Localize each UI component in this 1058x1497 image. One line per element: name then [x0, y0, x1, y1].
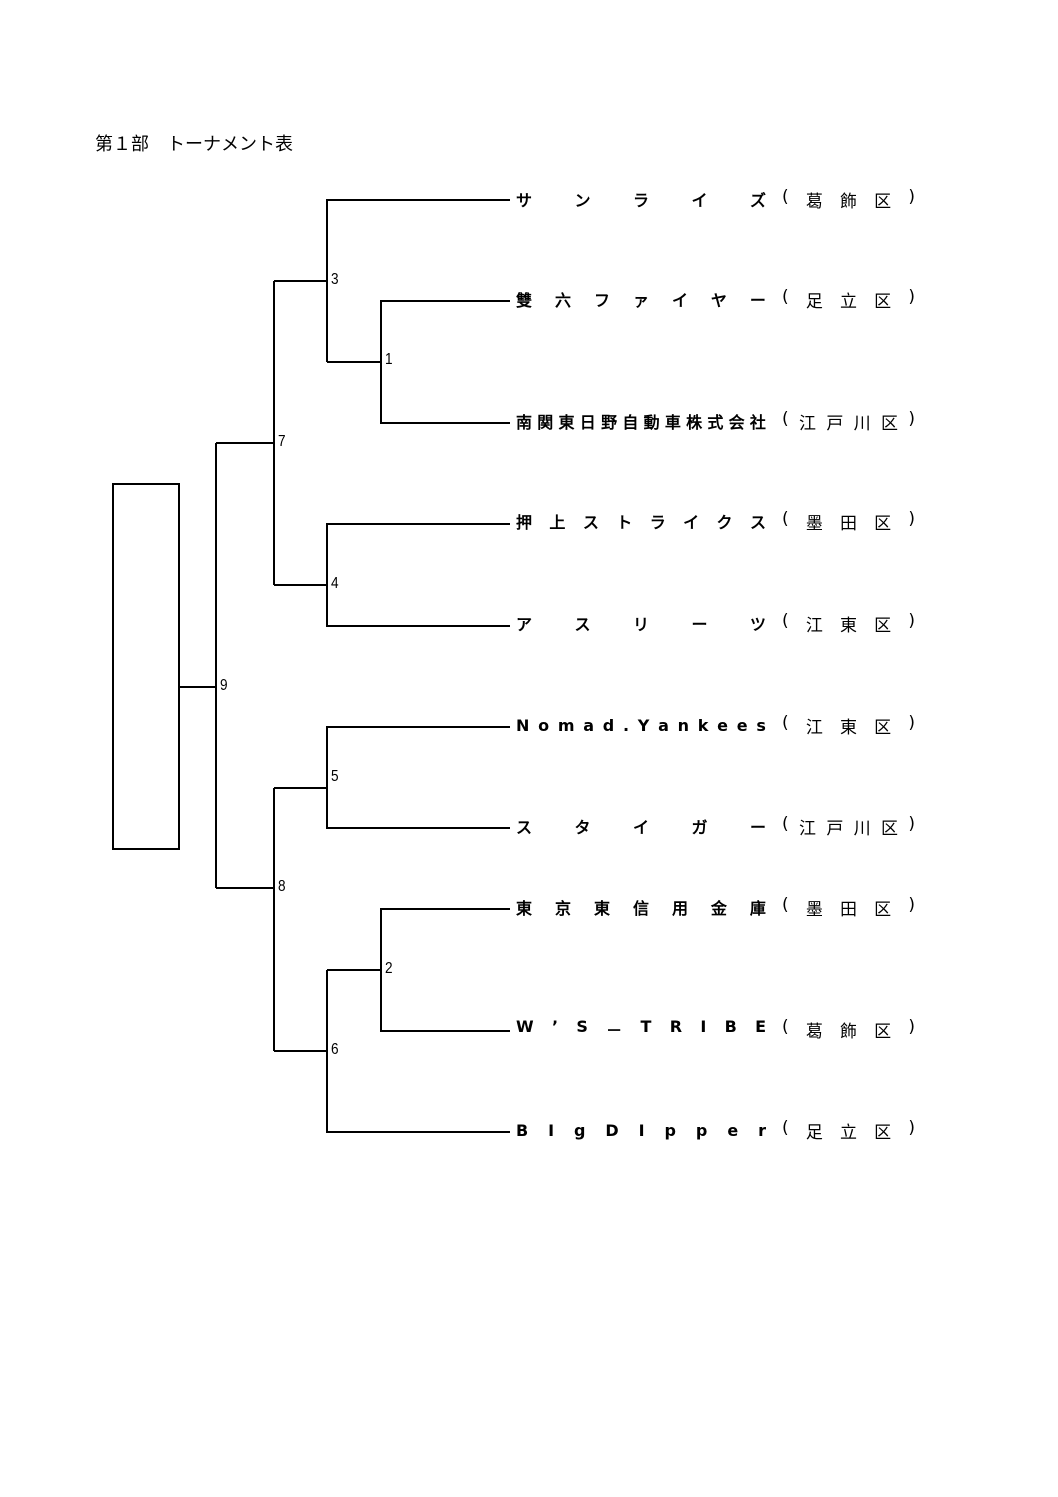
- match-8-line: [216, 788, 275, 1051]
- match-3-line: [274, 199, 510, 362]
- match-9-line: [179, 443, 217, 888]
- match-label-9: 9: [220, 677, 228, 694]
- team-district: (葛飾区): [782, 186, 915, 212]
- match-label-6: 6: [331, 1041, 339, 1058]
- team-district: (墨田区): [782, 894, 915, 920]
- team-district: (足立区): [782, 1117, 915, 1143]
- team-row: 南関東日野自動車株式会社 (江戸川区): [516, 408, 915, 434]
- team-name: 押上ストライクス: [516, 513, 766, 532]
- team-name: 雙六ファイヤー: [516, 291, 766, 310]
- match-label-5: 5: [331, 768, 339, 785]
- team-row: 押上ストライクス (墨田区): [516, 508, 915, 534]
- team-district: (江東区): [782, 610, 915, 636]
- team-name: サンライズ: [516, 191, 766, 210]
- team-district: (葛飾区): [782, 1016, 915, 1042]
- match-4-line: [274, 523, 510, 627]
- match-6-line: [274, 970, 510, 1133]
- team-district: (江戸川区): [782, 813, 915, 839]
- match-7-line: [216, 281, 275, 585]
- match-label-7: 7: [278, 433, 286, 450]
- match-label-8: 8: [278, 878, 286, 895]
- team-district: (江戸川区): [782, 408, 915, 434]
- team-row: 東京東信用金庫 (墨田区): [516, 894, 915, 920]
- team-district: (足立区): [782, 286, 915, 312]
- team-name: スタイガー: [516, 818, 766, 837]
- match-label-2: 2: [385, 960, 393, 977]
- champion-box: [112, 483, 180, 850]
- team-row: スタイガー (江戸川区): [516, 813, 915, 839]
- team-row: アスリーツ (江東区): [516, 610, 915, 636]
- match-1-line: [327, 300, 510, 424]
- team-district: (墨田区): [782, 508, 915, 534]
- match-5-line: [274, 726, 510, 829]
- match-2-line: [327, 908, 510, 1032]
- team-name: 南関東日野自動車株式会社: [516, 413, 766, 432]
- team-district: (江東区): [782, 712, 915, 738]
- team-row: サンライズ (葛飾区): [516, 186, 915, 212]
- page-title: 第１部 トーナメント表: [95, 134, 293, 155]
- match-label-3: 3: [331, 271, 339, 288]
- match-label-1: 1: [385, 351, 393, 368]
- team-row: 雙六ファイヤー (足立区): [516, 286, 915, 312]
- team-name: アスリーツ: [516, 615, 766, 634]
- team-name: 東京東信用金庫: [516, 899, 766, 918]
- match-label-4: 4: [331, 575, 339, 592]
